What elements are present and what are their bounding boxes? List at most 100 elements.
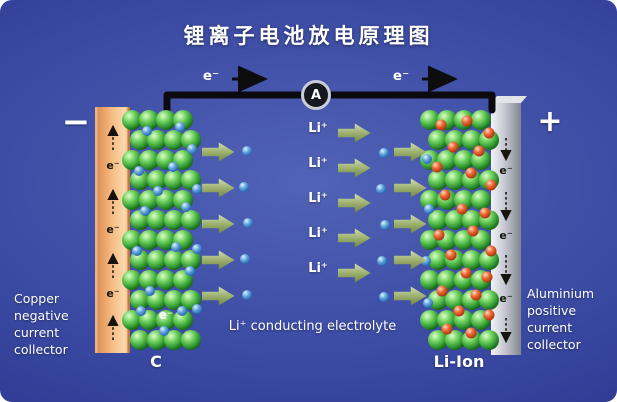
cathode-sphere [471,190,491,210]
cathode-lithium-site-sphere [447,141,459,153]
ion-flow-arrow [394,214,427,234]
cathode-lithium-site-sphere [433,229,445,241]
graphite-sphere [130,330,150,350]
lithium-ion-sphere [423,298,433,308]
diagram-title: 锂离子电池放电原理图 [183,24,434,48]
cathode-lithium-site-sphere [453,305,465,317]
ammeter [301,80,331,110]
graphite-sphere [122,230,142,250]
lithium-ion-sphere [132,246,142,256]
cathode-sphere [454,150,474,170]
cathode-sphere [437,310,457,330]
graphite-sphere [156,230,176,250]
cathode-lithium-site-sphere [467,225,479,237]
lithium-ion-sphere [171,242,181,252]
graphite-sphere [130,290,150,310]
lithium-ion-sphere [376,184,386,194]
lithium-ion-label: Li⁺ [308,226,328,241]
graphite-sphere [122,190,142,210]
graphite-sphere [181,130,201,150]
lithium-ion-sphere [159,326,169,336]
lithium-ion-sphere [145,286,155,296]
graphite-sphere [139,110,159,130]
ion-flow-arrow [338,228,371,248]
cathode-lithium-site-sphere [483,127,495,139]
graphite-sphere [156,110,176,130]
cathode-lithium-site-sphere [465,167,477,179]
graphite-sphere [122,150,142,170]
lithium-ion-sphere [242,146,252,156]
lithium-ion-sphere [142,126,152,136]
ion-flow-arrow [338,193,371,213]
lithium-ion-sphere [153,186,163,196]
cathode-lithium-site-sphere [456,203,468,215]
aluminium-collector-top-face [491,96,527,103]
lithium-ion-label: Li⁺ [308,261,328,276]
lithium-ion-sphere [424,204,434,214]
electron-label-electrode: e⁻ [158,308,174,322]
graphite-sphere [122,310,142,330]
cathode-label: Li-Ion [433,352,485,371]
cathode-sphere [471,110,491,130]
positive-polarity-sign: + [537,104,563,139]
lithium-ion-sphere [243,218,253,228]
copper-collector-highlight [95,107,98,353]
electron-label-aluminium: e⁻ [499,292,513,305]
cathode-sphere [428,330,448,350]
ion-flow-arrow [394,142,427,162]
cathode-lithium-site-sphere [465,327,477,339]
cathode-lithium-site-sphere [485,245,497,257]
electron-label-aluminium: e⁻ [499,229,513,242]
graphite-sphere [181,330,201,350]
cathode-sphere [428,250,448,270]
lithium-ion-sphere [192,184,202,194]
electron-label-copper: e⁻ [106,287,120,300]
cathode-sphere [445,170,465,190]
graphite-sphere [139,270,159,290]
cathode-sphere [445,330,465,350]
graphite-sphere [156,270,176,290]
cathode-sphere [420,310,440,330]
lithium-ion-sphere [192,244,202,254]
graphite-sphere [130,170,150,190]
cathode-sphere [420,190,440,210]
lithium-ion-sphere [379,292,389,302]
ion-flow-arrow [202,214,235,234]
cathode-lithium-site-sphere [470,289,482,301]
graphite-sphere [164,210,184,230]
ion-flow-arrow [202,142,235,162]
graphite-sphere [173,310,193,330]
graphite-sphere [164,290,184,310]
cathode-sphere [445,290,465,310]
anode-label: C [150,352,162,371]
cathode-sphere [479,330,499,350]
graphite-sphere [181,250,201,270]
cathode-sphere [428,170,448,190]
lithium-ion-sphere [377,256,387,266]
graphite-sphere [147,130,167,150]
electrolyte-caption: Li⁺ conducting electrolyte [228,319,397,334]
graphite-sphere [164,170,184,190]
lithium-ion-sphere [240,254,250,264]
graphite-sphere [181,210,201,230]
graphite-sphere [122,110,142,130]
negative-polarity-sign: − [61,102,91,142]
ion-flow-arrow [394,178,427,198]
lithium-ion-sphere [242,290,252,300]
cathode-sphere [462,130,482,150]
ion-flow-arrow [394,250,427,270]
cathode-lithium-site-sphere [441,323,453,335]
cathode-lithium-site-sphere [439,189,451,201]
electron-label-copper: e⁻ [106,223,120,236]
lithium-ion-sphere [422,154,432,164]
graphite-sphere [147,170,167,190]
ion-flow-arrow [394,286,427,306]
lithium-ion-sphere [168,162,178,172]
cathode-sphere [428,210,448,230]
cathode-lithium-site-sphere [473,145,485,157]
copper-collector-shade [127,107,130,353]
ion-flow-arrow [202,286,235,306]
cathode-sphere [462,250,482,270]
lithium-ion-sphere [136,306,146,316]
